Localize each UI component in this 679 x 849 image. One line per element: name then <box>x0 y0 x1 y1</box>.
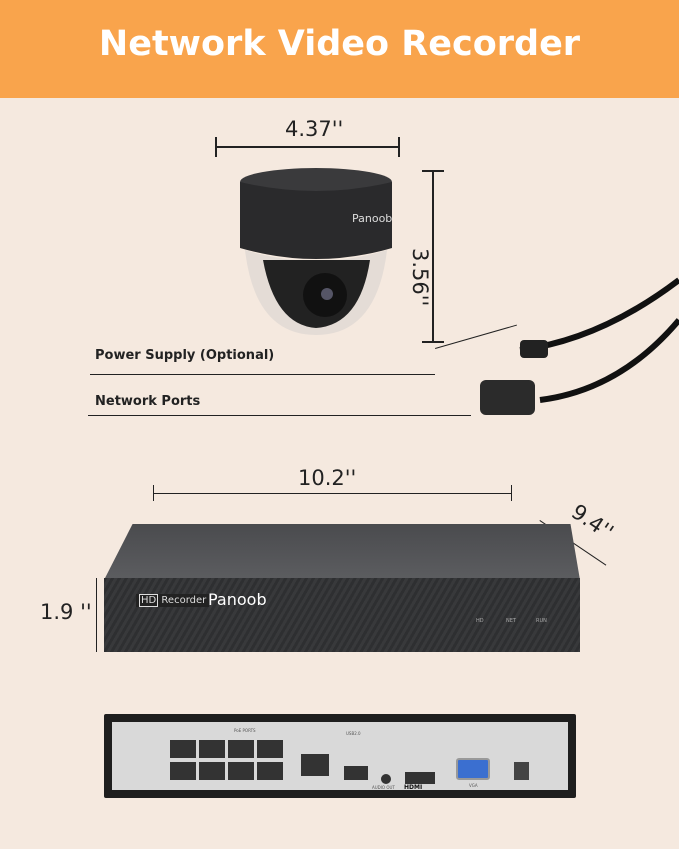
hdmi-label: HDMI <box>404 784 423 791</box>
led-hd: HD <box>476 618 484 624</box>
nvr-depth-label: 9.4'' <box>567 499 618 545</box>
dim-tick <box>153 485 154 501</box>
nvr-top <box>104 524 580 580</box>
nvr-height-line <box>96 578 97 652</box>
camera-width-label: 4.37'' <box>285 117 344 141</box>
dome-camera-image: Panoob <box>240 168 392 335</box>
dim-tick <box>215 137 217 157</box>
vga-port <box>456 758 490 780</box>
network-ports-callout: Network Ports <box>95 394 201 409</box>
poe-label: PoE PORTS <box>234 728 256 733</box>
dim-tick <box>422 170 444 172</box>
power-supply-callout: Power Supply (Optional) <box>95 348 275 363</box>
header-banner <box>0 0 679 98</box>
callout-line <box>88 415 471 416</box>
dim-tick <box>511 485 512 501</box>
vga-label: VGA <box>469 783 478 788</box>
dc-power-port <box>514 762 529 780</box>
usb-label: USB2.0 <box>346 731 361 736</box>
dim-tick <box>422 341 444 343</box>
led-run: RUN <box>536 618 547 624</box>
hd-recorder-badge: HD Recorder <box>136 594 210 607</box>
rear-ports <box>170 740 435 784</box>
camera-height-line <box>432 170 434 342</box>
cable-image <box>480 277 679 415</box>
led-net: NET <box>506 618 516 624</box>
camera-width-line <box>215 146 399 148</box>
nvr-front-panel: HD Recorder Panoob HD NET RUN <box>104 578 580 652</box>
page-title: Network Video Recorder <box>98 24 581 64</box>
camera-brand-logo: Panoob <box>352 212 392 225</box>
dim-tick <box>398 137 400 157</box>
audio-out-label: AUDIO OUT <box>372 785 395 790</box>
nvr-width-line <box>153 493 511 494</box>
recorder-text: Recorder <box>161 595 207 606</box>
callout-line <box>90 374 435 375</box>
nvr-width-label: 10.2'' <box>298 466 357 490</box>
nvr-brand-logo: Panoob <box>208 590 267 609</box>
nvr-height-label: 1.9 '' <box>40 600 92 624</box>
hd-badge: HD <box>139 594 159 607</box>
nvr-rear: PoE PORTS USB2.0 AUDIO OUT HDMI VGA <box>104 714 576 798</box>
